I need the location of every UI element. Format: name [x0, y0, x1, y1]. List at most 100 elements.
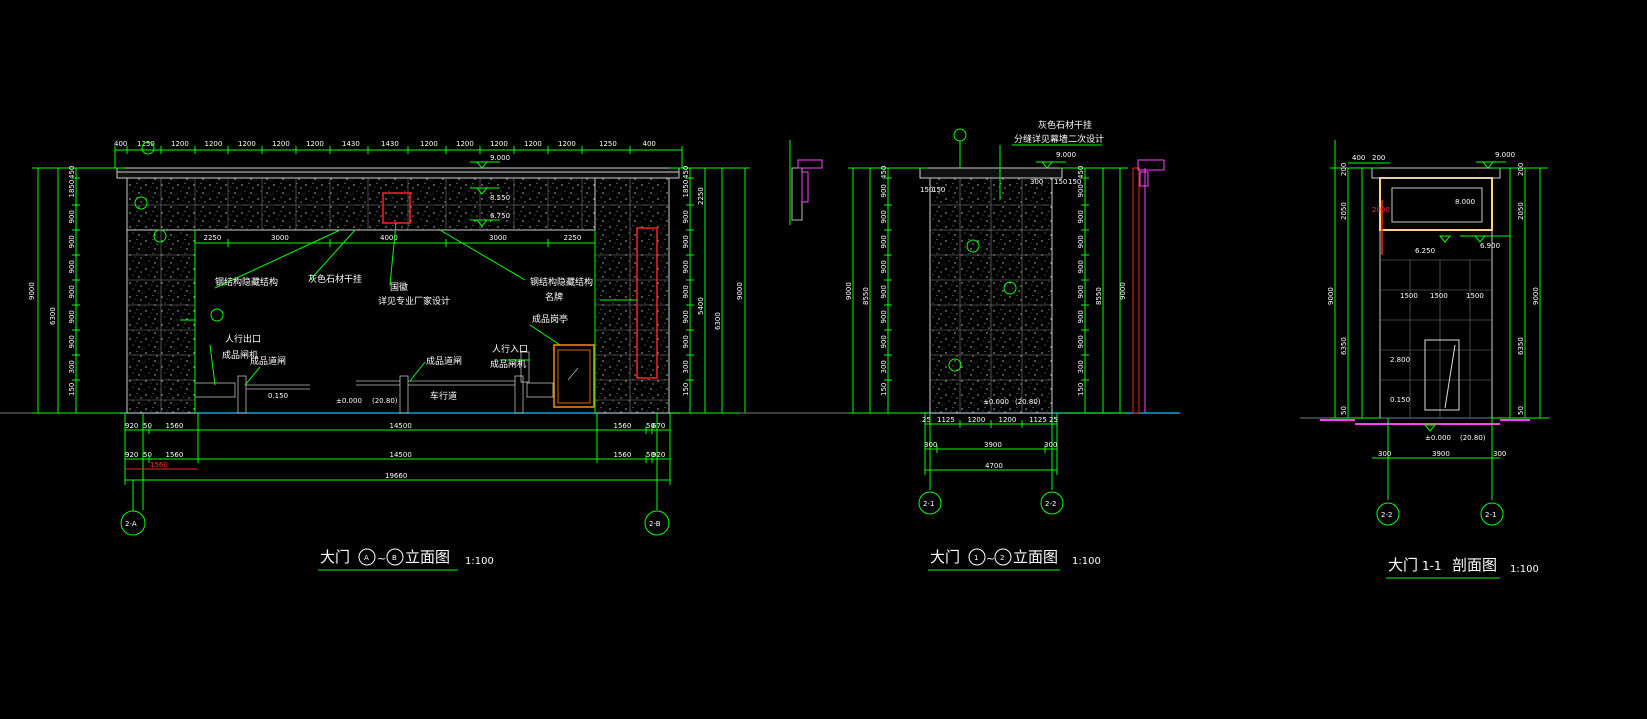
label-emblem: 国徽 [390, 281, 408, 293]
section-1-1: 2000 9.000 8.000 6.250 6.900 2.800 0.150… [1300, 140, 1550, 579]
front-right-dim: 900 [682, 210, 690, 223]
front-left-total-9000: 9000 [28, 282, 36, 300]
side-bottom-dim-row1: 1125 [937, 416, 955, 424]
front-bottom-dim-row2: 50 [143, 451, 152, 459]
front-red-dim: 1560 [150, 461, 168, 469]
side-left-dim: 450 [880, 166, 888, 179]
front-top-dim: 1430 [381, 140, 399, 148]
front-right-total-9000: 9000 [736, 282, 744, 300]
front-scale: 1:100 [465, 556, 494, 567]
section-level-8000: 8.000 [1455, 198, 1475, 206]
side-right-total-9000: 9000 [1119, 282, 1127, 300]
section-right-dim: 200 [1517, 163, 1525, 176]
side-bottom-dim-row1: 25 [1049, 416, 1058, 424]
side-bottom-total: 4700 [985, 462, 1003, 470]
side-right-dim: 900 [1077, 310, 1085, 323]
front-title-axis-b: B [392, 554, 397, 562]
section-ground-note: (20.80) [1460, 434, 1486, 442]
front-right-dim: 900 [682, 260, 690, 273]
front-left-dim: 900 [68, 310, 76, 323]
side-small-dim: 300 [1030, 178, 1043, 186]
front-top-dim: 1250 [599, 140, 617, 148]
emblem-box [382, 192, 411, 224]
side-bottom-dim-row1: 25 [922, 416, 931, 424]
side-right-dim: 900 [1077, 285, 1085, 298]
front-left-dim: 900 [68, 335, 76, 348]
section-axis-2-2: 2-2 [1381, 511, 1392, 519]
side-scale: 1:100 [1072, 556, 1101, 567]
front-inner-dim: 2250 [204, 234, 222, 242]
side-right-dim: 150 [1077, 383, 1085, 396]
section-level-6250: 6.250 [1415, 247, 1435, 255]
label-emblem-note: 详见专业厂家设计 [378, 295, 450, 307]
front-left-dim: 450 [68, 166, 76, 179]
front-top-beam [126, 177, 670, 231]
front-bottom-dim-row2: 920 [125, 451, 138, 459]
section-door [1424, 339, 1460, 411]
front-right-dim: 300 [682, 360, 690, 373]
side-small-dim: 150 [920, 186, 933, 194]
front-bottom-dim-row2: 1560 [166, 451, 184, 459]
label-stone-finish: 灰色石材干挂 [308, 273, 362, 285]
label-driveway: 车行道 [430, 390, 457, 402]
front-inner-dim: 3000 [489, 234, 507, 242]
section-bottom-dim: 300 [1493, 450, 1506, 458]
label-nameplate: 名牌 [545, 291, 563, 303]
side-right-dim: 450 [1077, 166, 1085, 179]
side-ground-note: (20.80) [1015, 398, 1041, 406]
front-left-dim: 900 [68, 260, 76, 273]
side-left-total-8550: 8550 [862, 287, 870, 305]
front-bottom-dim-row1: 670 [652, 422, 665, 430]
side-ground: ±0.000 [983, 398, 1009, 406]
side-right-dim: 900 [1077, 335, 1085, 348]
front-top-dim: 1200 [524, 140, 542, 148]
front-right-dim: 450 [682, 166, 690, 179]
side-left-dim: 900 [880, 210, 888, 223]
section-title: 大门 [1388, 556, 1418, 574]
front-bottom-dim-row2: 50 [646, 451, 655, 459]
section-right-dim: 6350 [1517, 337, 1525, 355]
front-right-dim: 1850 [682, 180, 690, 198]
side-bottom-dim-row1: 1200 [968, 416, 986, 424]
side-cornice [919, 167, 1063, 179]
front-top-dim: 400 [114, 140, 127, 148]
side-bottom-dim-row2: 3900 [984, 441, 1002, 449]
side-bottom-dim-row1: 1200 [999, 416, 1017, 424]
front-inner-dim: 2250 [564, 234, 582, 242]
front-right-dim: 900 [682, 335, 690, 348]
side-left-dim: 300 [880, 360, 888, 373]
front-left-total-6300: 6300 [49, 307, 57, 325]
front-title-tail: 立面图 [405, 548, 450, 566]
side-left-dim: 900 [880, 335, 888, 348]
section-mid-dim: 1500 [1466, 292, 1484, 300]
section-right-dim: 2050 [1517, 202, 1525, 220]
side-right-dim: 900 [1077, 210, 1085, 223]
front-left-dim: 900 [68, 235, 76, 248]
section-mid-dim: 1500 [1400, 292, 1418, 300]
section-level-2800: 2.800 [1390, 356, 1410, 364]
front-bottom-dim-row1: 50 [646, 422, 655, 430]
section-scale: 1:100 [1510, 564, 1539, 575]
side-title-axis-2: 2 [1000, 554, 1004, 562]
side-right-total-8550: 8550 [1095, 287, 1103, 305]
front-left-dim: 900 [68, 285, 76, 298]
label-steel-structure-right: 钢结构隐藏结构 [530, 276, 593, 288]
section-left-dim: 9000 [1327, 287, 1335, 305]
front-bottom-dim-row1: 14500 [390, 422, 412, 430]
front-right-total-2250: 2250 [697, 187, 705, 205]
front-bottom-dim-row1: 50 [143, 422, 152, 430]
side-left-dim: 900 [880, 285, 888, 298]
side-right-dim: 900 [1077, 260, 1085, 273]
front-bottom-dim-row2: 1560 [614, 451, 632, 459]
side-note-joints: 分缝详见幕墙二次设计 [1014, 133, 1104, 145]
